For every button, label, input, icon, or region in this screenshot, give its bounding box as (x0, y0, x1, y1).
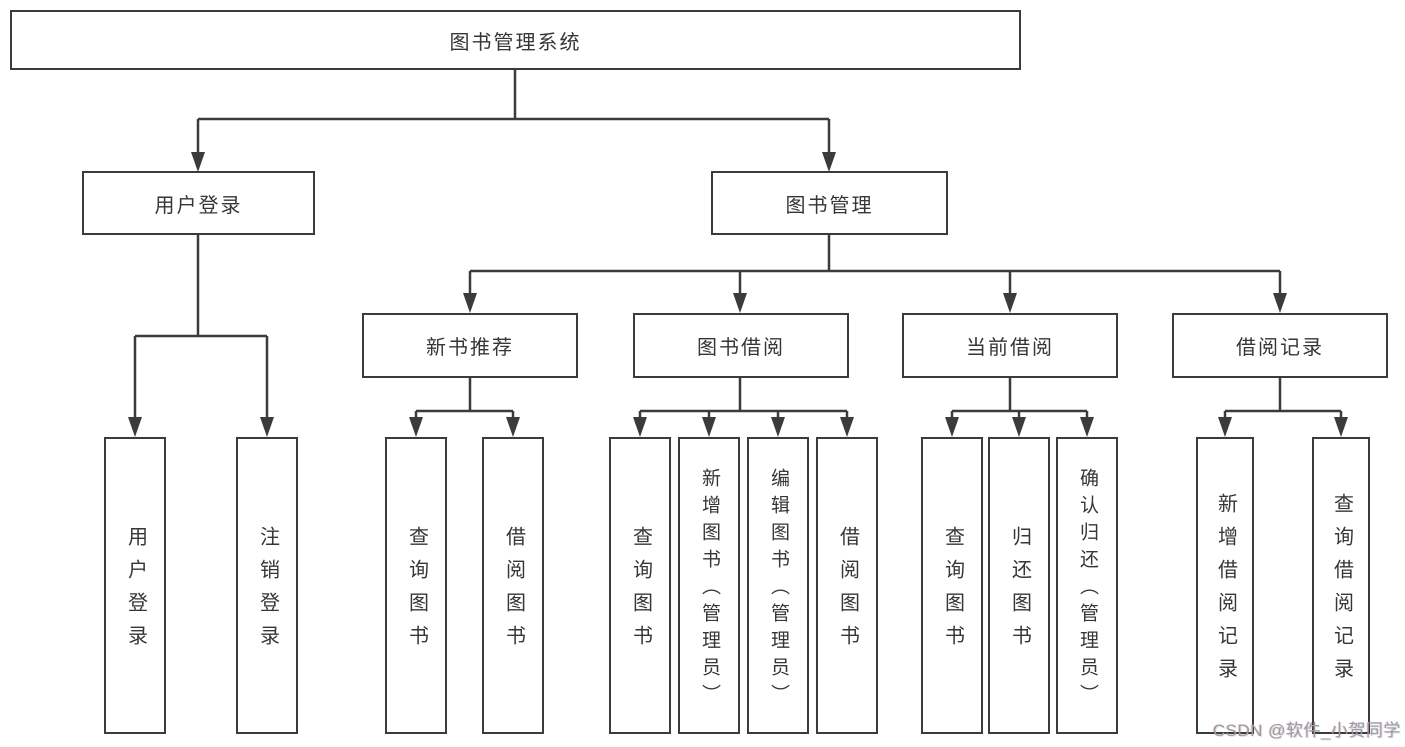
leaf-add-book-label: 新增图书（管理员） (698, 468, 720, 711)
leaf-add-record: 新增借阅记录 (1196, 437, 1254, 734)
arrowhead-icon (1334, 417, 1348, 437)
leaf-query-book-1-label: 查询图书 (405, 526, 428, 658)
leaf-edit-book: 编辑图书（管理员） (747, 437, 809, 734)
leaf-add-book: 新增图书（管理员） (678, 437, 740, 734)
leaf-borrow-book-1-label: 借阅图书 (502, 526, 525, 658)
node-new-book-rec-label: 新书推荐 (426, 337, 514, 359)
node-current-borrow: 当前借阅 (902, 313, 1118, 378)
node-new-book-rec: 新书推荐 (362, 313, 578, 378)
leaf-query-record-label: 查询借阅记录 (1330, 493, 1353, 691)
leaf-confirm-return: 确认归还（管理员） (1056, 437, 1118, 734)
leaf-user-login: 用户登录 (104, 437, 166, 734)
arrowhead-icon (463, 293, 477, 313)
leaf-borrow-book-1: 借阅图书 (482, 437, 544, 734)
arrowhead-icon (702, 417, 716, 437)
leaf-query-record: 查询借阅记录 (1312, 437, 1370, 734)
leaf-query-book-1: 查询图书 (385, 437, 447, 734)
leaf-borrow-book-2: 借阅图书 (816, 437, 878, 734)
leaf-query-book-2-label: 查询图书 (629, 526, 652, 658)
arrowhead-icon (191, 152, 205, 172)
leaf-query-book-3-label: 查询图书 (941, 526, 964, 658)
arrowhead-icon (1218, 417, 1232, 437)
branch-new-book-rec (409, 378, 520, 437)
branch-book-borrow (633, 378, 854, 437)
branch-current-borrow (945, 378, 1094, 437)
node-user-login: 用户登录 (82, 171, 315, 235)
node-root: 图书管理系统 (10, 10, 1021, 70)
leaf-add-record-label: 新增借阅记录 (1214, 493, 1237, 691)
csdn-watermark: CSDN @软件_小贺同学 (1212, 721, 1401, 740)
branch-user-login (128, 235, 274, 437)
branch-borrow-record (1218, 378, 1348, 437)
arrowhead-icon (506, 417, 520, 437)
node-borrow-record: 借阅记录 (1172, 313, 1388, 378)
leaf-edit-book-label: 编辑图书（管理员） (767, 468, 789, 711)
node-user-login-label: 用户登录 (154, 194, 243, 217)
leaf-logout-label: 注销登录 (256, 526, 279, 658)
arrowhead-icon (1012, 417, 1026, 437)
branch-root (191, 70, 836, 172)
arrowhead-icon (733, 293, 747, 313)
node-root-label: 图书管理系统 (449, 31, 582, 54)
leaf-return-book: 归还图书 (988, 437, 1050, 734)
leaf-borrow-book-2-label: 借阅图书 (836, 526, 859, 658)
node-current-borrow-label: 当前借阅 (966, 337, 1054, 359)
arrowhead-icon (633, 417, 647, 437)
arrowhead-icon (1003, 293, 1017, 313)
arrowhead-icon (260, 417, 274, 437)
leaf-query-book-3: 查询图书 (921, 437, 983, 734)
node-book-borrow: 图书借阅 (633, 313, 849, 378)
node-borrow-record-label: 借阅记录 (1236, 337, 1324, 359)
arrowhead-icon (822, 152, 836, 172)
arrowhead-icon (409, 417, 423, 437)
node-book-borrow-label: 图书借阅 (697, 337, 785, 359)
arrowhead-icon (1273, 293, 1287, 313)
leaf-user-login-label: 用户登录 (124, 526, 147, 658)
leaf-query-book-2: 查询图书 (609, 437, 671, 734)
branch-book-mgmt (463, 235, 1287, 313)
node-book-mgmt: 图书管理 (711, 171, 948, 235)
node-book-mgmt-label: 图书管理 (785, 194, 874, 217)
leaf-return-book-label: 归还图书 (1008, 526, 1031, 658)
leaf-confirm-return-label: 确认归还（管理员） (1076, 468, 1098, 711)
arrowhead-icon (128, 417, 142, 437)
arrowhead-icon (771, 417, 785, 437)
arrowhead-icon (945, 417, 959, 437)
arrowhead-icon (840, 417, 854, 437)
leaf-logout: 注销登录 (236, 437, 298, 734)
arrowhead-icon (1080, 417, 1094, 437)
